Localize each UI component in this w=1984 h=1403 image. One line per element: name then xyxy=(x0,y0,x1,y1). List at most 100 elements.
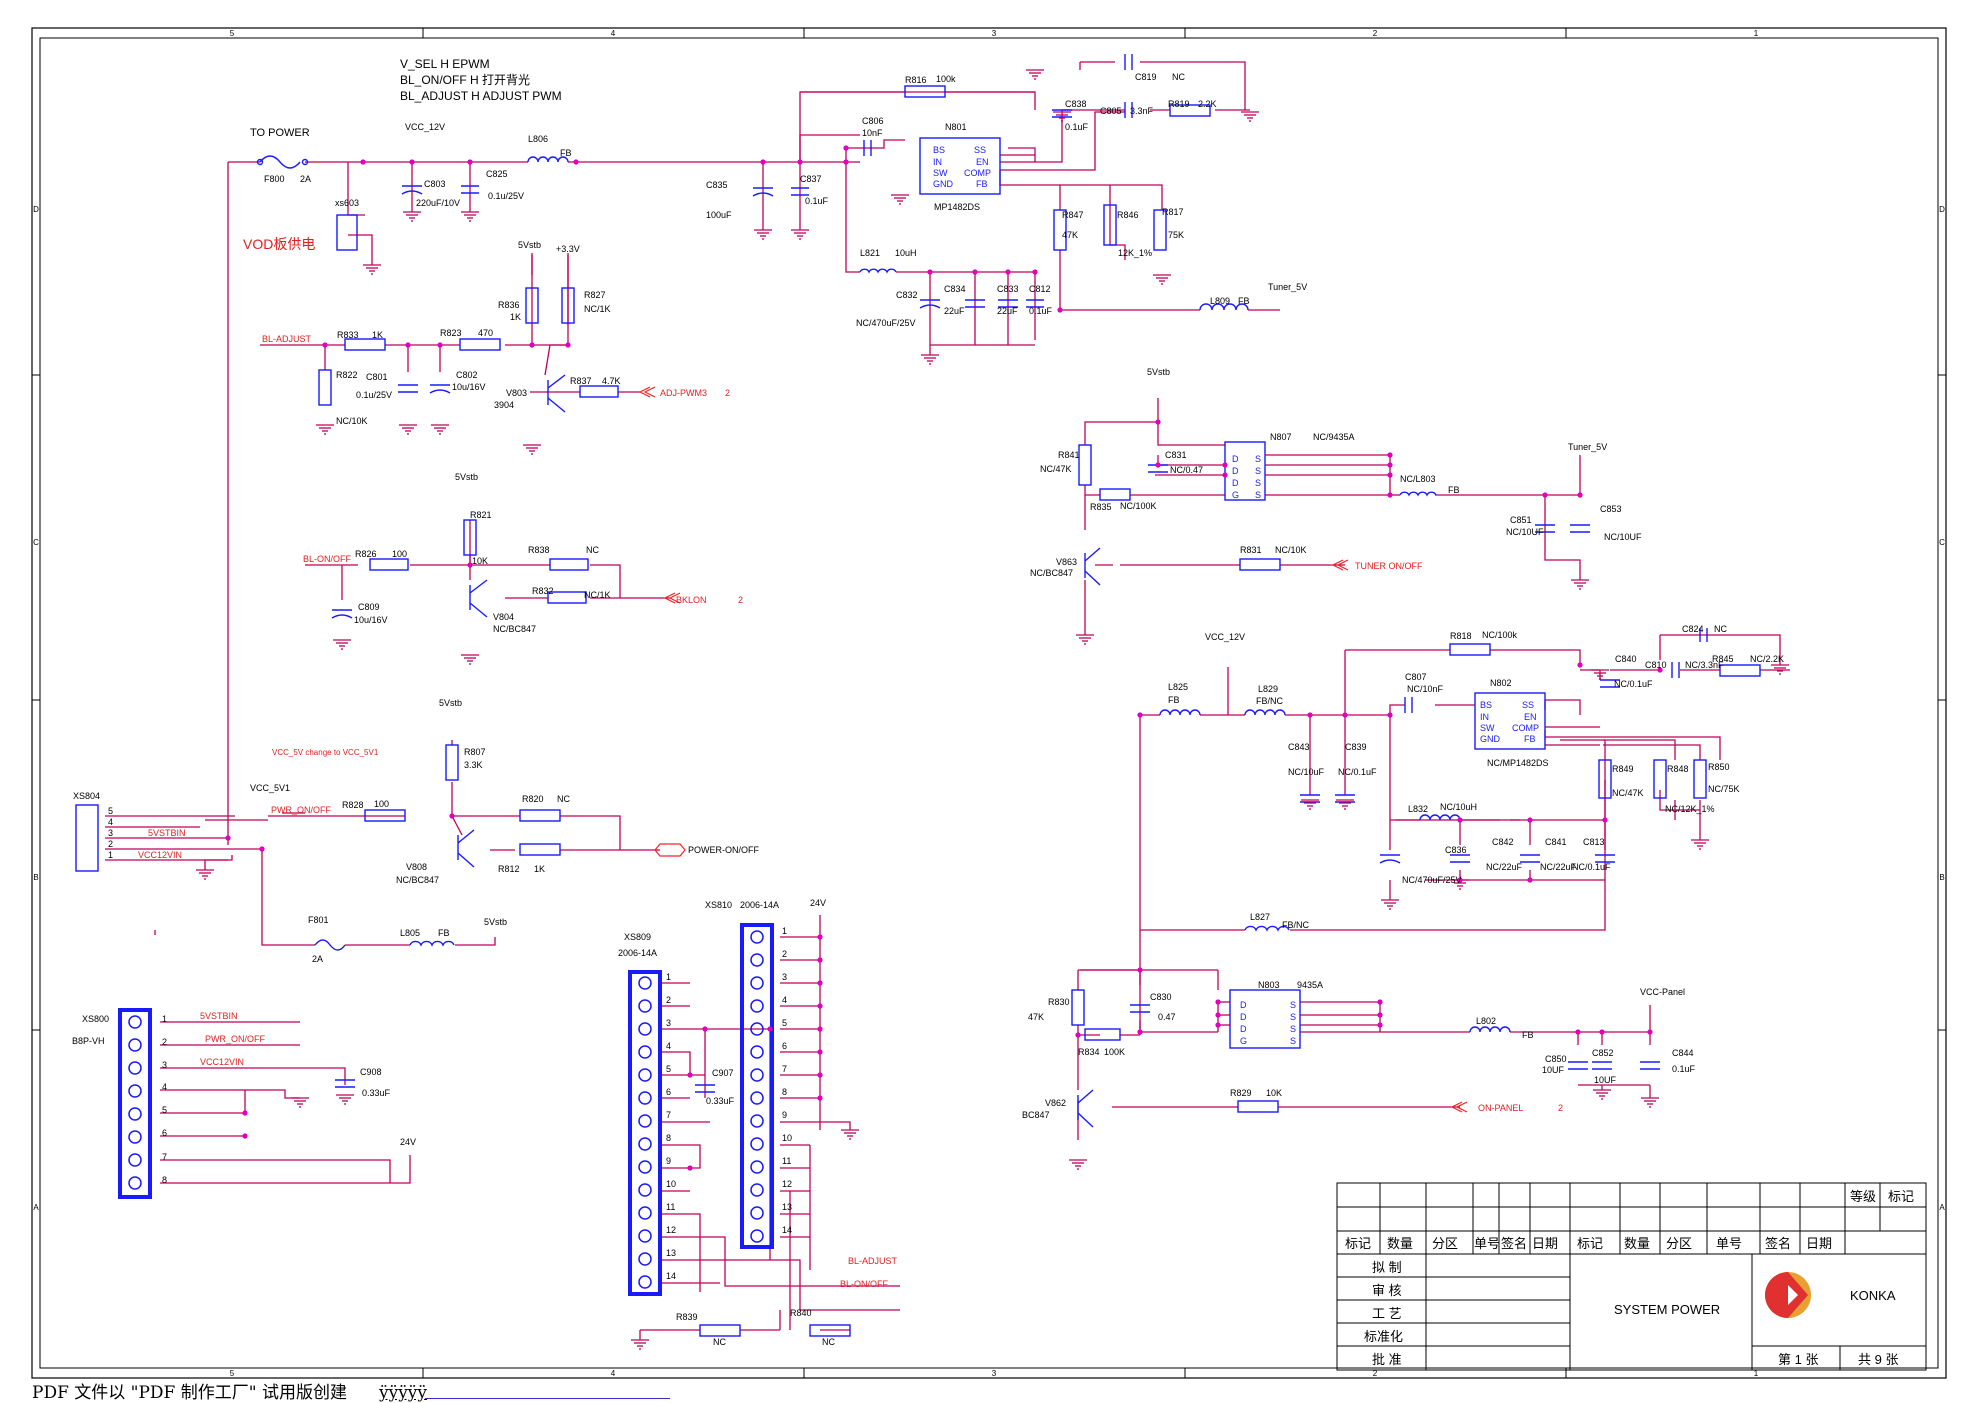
svg-text:0.1u/25V: 0.1u/25V xyxy=(356,390,392,400)
pin-number: 2 xyxy=(782,949,787,959)
resistor-R821 xyxy=(463,519,477,556)
connector-pin xyxy=(750,930,764,944)
svg-text:R833: R833 xyxy=(337,330,359,340)
svg-text:EN: EN xyxy=(976,157,989,167)
svg-text:4: 4 xyxy=(162,1082,167,1092)
junction-dot xyxy=(817,957,823,963)
junction-dot xyxy=(360,159,366,165)
r819-label: R819 xyxy=(1168,99,1190,109)
c825-value: 0.1u/25V xyxy=(488,191,524,201)
svg-text:5VSTBIN: 5VSTBIN xyxy=(148,828,186,838)
pin-number: 6 xyxy=(782,1041,787,1051)
svg-text:L802: L802 xyxy=(1476,1016,1496,1026)
resistor-R834 xyxy=(1084,1028,1121,1041)
ground-icon xyxy=(316,424,334,435)
svg-text:1: 1 xyxy=(108,850,113,860)
connector-pin xyxy=(638,999,652,1013)
col-label: 4 xyxy=(611,29,616,38)
svg-text:批 准: 批 准 xyxy=(1372,1352,1402,1367)
svg-text:NC/0.1uF: NC/0.1uF xyxy=(1572,862,1611,872)
svg-text:C824: C824 xyxy=(1682,624,1704,634)
svg-text:3: 3 xyxy=(162,1060,167,1070)
connector-pin xyxy=(750,1160,764,1174)
ic-N801 xyxy=(919,137,1001,195)
connector-XS809 xyxy=(628,970,662,1296)
connector-pin xyxy=(750,976,764,990)
svg-text:数量: 数量 xyxy=(1624,1236,1650,1251)
col-label: 2 xyxy=(1373,29,1378,38)
svg-text:5Vstb: 5Vstb xyxy=(484,917,507,927)
connector-pin xyxy=(128,1176,142,1190)
junction-dot xyxy=(1155,462,1161,468)
junction-dots xyxy=(225,145,1663,1171)
svg-text:单号: 单号 xyxy=(1474,1236,1500,1251)
svg-text:EN: EN xyxy=(1524,712,1537,722)
svg-text:V863: V863 xyxy=(1056,557,1077,567)
svg-text:NC/22uF: NC/22uF xyxy=(1486,862,1523,872)
svg-text:VCC_5V1: VCC_5V1 xyxy=(250,783,290,793)
svg-text:S: S xyxy=(1290,1024,1296,1034)
resistor-R845 xyxy=(1719,664,1761,677)
col-label: 1 xyxy=(1754,29,1759,38)
pin-number: 13 xyxy=(782,1202,792,1212)
svg-text:NC/BC847: NC/BC847 xyxy=(493,624,536,634)
svg-text:1K: 1K xyxy=(510,312,521,322)
svg-text:2A: 2A xyxy=(312,954,323,964)
svg-text:10u/16V: 10u/16V xyxy=(452,382,486,392)
resistor-R831 xyxy=(1239,558,1281,571)
junction-dot xyxy=(1599,1029,1605,1035)
svg-text:R807: R807 xyxy=(464,747,486,757)
svg-text:C809: C809 xyxy=(358,602,380,612)
svg-text:NC/470uF/25V: NC/470uF/25V xyxy=(1402,875,1462,885)
vcc12-label: VCC_12V xyxy=(405,122,445,132)
junction-dot xyxy=(242,1110,248,1116)
svg-text:日期: 日期 xyxy=(1532,1236,1558,1251)
svg-text:FB: FB xyxy=(976,179,988,189)
connector-pin xyxy=(638,1252,652,1266)
svg-text:S: S xyxy=(1290,1036,1296,1046)
svg-text:S: S xyxy=(1255,454,1261,464)
svg-text:NC: NC xyxy=(713,1337,726,1347)
junction-dot xyxy=(767,1026,773,1032)
connector-pin xyxy=(638,1045,652,1059)
pin-number: 13 xyxy=(666,1248,676,1258)
svg-text:C852: C852 xyxy=(1592,1048,1614,1058)
c832-value: NC/470uF/25V xyxy=(856,318,916,328)
svg-text:R850: R850 xyxy=(1708,762,1730,772)
svg-text:3.3K: 3.3K xyxy=(464,760,483,770)
junction-dot xyxy=(1137,967,1143,973)
resistor-R849 xyxy=(1598,759,1612,799)
junction-dot xyxy=(467,159,473,165)
c838-value: 0.1uF xyxy=(1065,122,1089,132)
grounds xyxy=(196,69,1789,1350)
svg-text:N803: N803 xyxy=(1258,980,1280,990)
pin-number: 7 xyxy=(782,1064,787,1074)
inductor-L806 xyxy=(527,156,569,163)
pin-number: 1 xyxy=(666,972,671,982)
svg-text:BC847: BC847 xyxy=(1022,1110,1050,1120)
junction-dot xyxy=(1387,492,1393,498)
pin-number: 4 xyxy=(666,1041,671,1051)
c806-label: C806 xyxy=(862,116,884,126)
junction-dot xyxy=(1575,1029,1581,1035)
svg-text:S: S xyxy=(1290,1012,1296,1022)
junction-dot xyxy=(1387,452,1393,458)
c805-value: 3.3nF xyxy=(1130,106,1154,116)
svg-text:2: 2 xyxy=(108,839,113,849)
ground-icon xyxy=(1076,634,1094,645)
ground-icon xyxy=(403,211,421,222)
junction-dot xyxy=(1577,662,1583,668)
ground-icon xyxy=(791,229,809,240)
junction-dot xyxy=(565,342,571,348)
row-label: D xyxy=(1939,205,1945,214)
junction-dot xyxy=(1377,999,1383,1005)
tuner5v-label: Tuner_5V xyxy=(1268,282,1307,292)
r817-label: R817 xyxy=(1162,207,1184,217)
svg-text:2: 2 xyxy=(738,595,743,605)
svg-text:5Vstb: 5Vstb xyxy=(1147,367,1170,377)
svg-text:Tuner_5V: Tuner_5V xyxy=(1568,442,1607,452)
pin-number: 8 xyxy=(782,1087,787,1097)
r846-label: R846 xyxy=(1117,210,1139,220)
junction-dot xyxy=(1377,1012,1383,1018)
svg-text:R828: R828 xyxy=(342,800,364,810)
